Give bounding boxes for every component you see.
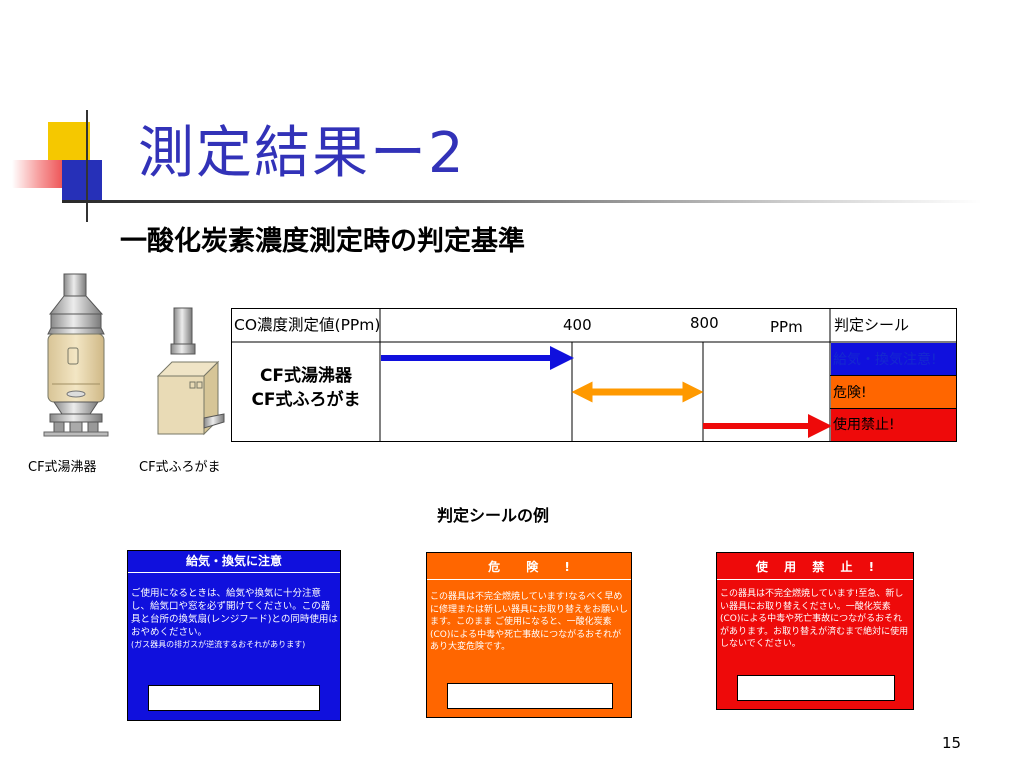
seal-example-danger: 危 険 ! この器具は不完全燃焼しています!なるべく早めに修理または新しい器具に… xyxy=(426,552,632,718)
title-underline xyxy=(62,200,982,203)
seal-cell-orange xyxy=(831,376,956,408)
seal-label-prohibited: 使用禁止! xyxy=(833,417,895,433)
table-header-co-value: CO濃度測定値(PPm) xyxy=(234,316,381,334)
seal-label-ventilation: 給気・換気注意! xyxy=(833,352,937,368)
title-deco-vertical-line xyxy=(86,110,88,222)
seal-blank-field xyxy=(447,683,613,709)
bath-boiler-illustration xyxy=(156,307,225,436)
criteria-table xyxy=(231,308,957,442)
seal-example-ventilation: 給気・換気に注意 ご使用になるときは、給気や換気に十分注意し、給気口や窓を必ず開… xyxy=(127,550,341,721)
seal-cell-blue xyxy=(831,343,956,375)
slide-title: 測定結果ー2 xyxy=(138,121,466,186)
slide-subtitle: 一酸化炭素濃度測定時の判定基準 xyxy=(120,226,525,257)
water-heater-caption: CF式湯沸器 xyxy=(28,460,97,475)
seal-blank-field xyxy=(737,675,895,701)
title-deco-yellow-square xyxy=(48,122,90,164)
water-heater-illustration xyxy=(43,273,109,437)
seal-body-text: この器具は不完全燃焼しています!至急、新しい器具にお取り替えください。一酸化炭素… xyxy=(720,589,909,649)
table-appliance-line-2: CF式ふろがま xyxy=(251,390,361,410)
seal-body-text: この器具は不完全燃焼しています!なるべく早めに修理または新しい器具にお取り替えを… xyxy=(430,592,629,652)
seal-cell-red xyxy=(831,409,956,441)
seal-note: (ガス器具の排ガスが逆流するおそれがあります) xyxy=(131,640,306,649)
seal-heading: 使 用 禁 止 ! xyxy=(755,560,875,574)
table-appliance-names: CF式湯沸器 CF式ふろがま xyxy=(232,364,380,412)
seal-body: ご使用になるときは、給気や換気に十分注意し、給気口や窓を必ず開けてください。この… xyxy=(131,587,338,651)
examples-title: 判定シールの例 xyxy=(437,506,550,525)
seal-heading: 危 険 ! xyxy=(488,560,570,574)
title-deco-blue-square xyxy=(62,160,102,202)
table-threshold-400: 400 xyxy=(563,316,592,334)
seal-body-text: ご使用になるときは、給気や換気に十分注意し、給気口や窓を必ず開けてください。この… xyxy=(131,588,338,638)
seal-divider xyxy=(128,572,340,573)
seal-label-danger: 危険! xyxy=(833,385,867,401)
page-number: 15 xyxy=(942,734,962,752)
seal-example-prohibited: 使 用 禁 止 ! この器具は不完全燃焼しています!至急、新しい器具にお取り替え… xyxy=(716,552,914,710)
table-appliance-line-1: CF式湯沸器 xyxy=(259,366,353,386)
table-header-judgement: 判定シール xyxy=(834,316,910,334)
seal-divider xyxy=(427,579,631,580)
table-threshold-800: 800 xyxy=(690,314,719,332)
bath-boiler-caption: CF式ふろがま xyxy=(139,460,221,475)
seal-blank-field xyxy=(148,685,320,711)
seal-divider xyxy=(717,579,913,580)
table-unit: PPm xyxy=(770,318,803,336)
seal-heading: 給気・換気に注意 xyxy=(185,554,282,568)
